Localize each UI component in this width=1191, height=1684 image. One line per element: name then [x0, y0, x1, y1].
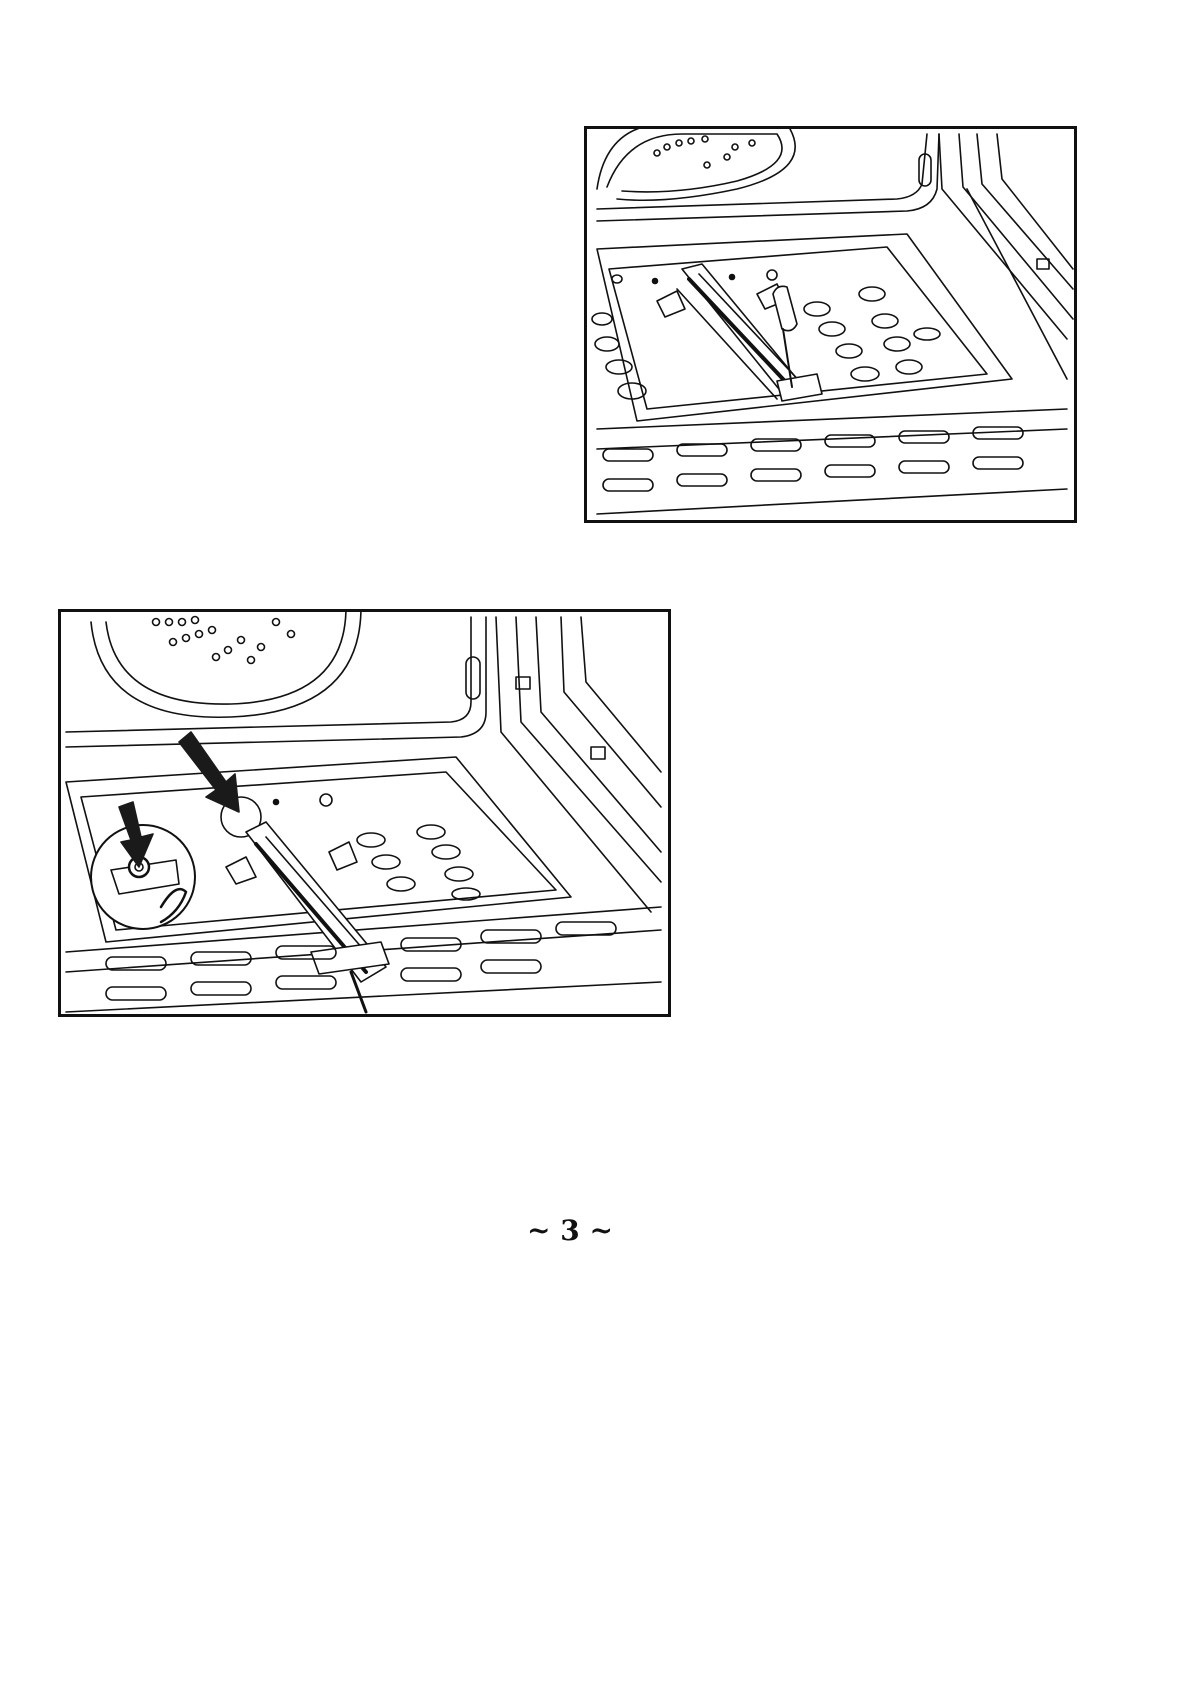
figure-oven-element-screwdriver: [584, 126, 1077, 523]
oven-illustration-bottom: [61, 612, 668, 1014]
oven-illustration-top: [587, 129, 1074, 520]
figure-oven-element-fixing-points: [58, 609, 671, 1017]
page-number: ~ 3 ~: [0, 1214, 1140, 1247]
